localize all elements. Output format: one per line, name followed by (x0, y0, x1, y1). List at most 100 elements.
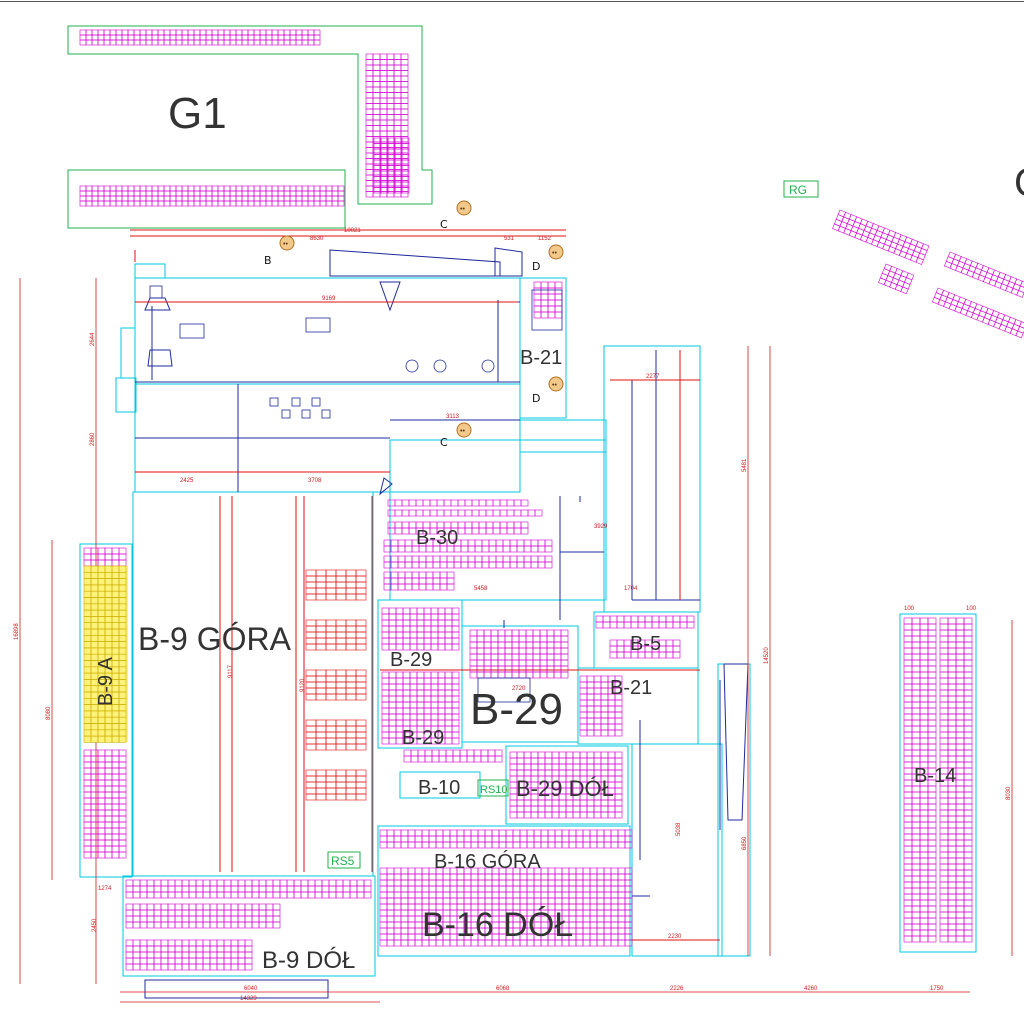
rack-cell (911, 827, 921, 835)
rack-cell (423, 625, 432, 633)
rack-cell (355, 569, 367, 577)
dim-label: 2277 (646, 374, 660, 380)
rack-cell (193, 39, 201, 46)
rack-cell (596, 873, 605, 881)
rack-cell (97, 839, 106, 847)
rack-cell (390, 561, 399, 569)
rack-cell (428, 829, 437, 837)
rack-cell (315, 781, 327, 789)
rack-cell (637, 615, 646, 623)
rack-cell (188, 891, 197, 899)
rack-cell (614, 723, 623, 731)
rack-cell (451, 619, 460, 627)
rack-cell (553, 641, 562, 649)
rack-cell (174, 963, 183, 971)
rack-cell (403, 755, 412, 763)
rack-cell (477, 879, 486, 887)
rack-cell (480, 749, 489, 757)
rack-cell (919, 707, 929, 715)
rack-cell (442, 835, 451, 843)
rack-cell (104, 553, 113, 561)
rack-cell (394, 499, 403, 507)
rack-cell (547, 293, 556, 301)
rack-cell (442, 879, 451, 887)
rack-cell (596, 829, 605, 837)
rack-cell (395, 631, 404, 639)
rack-cell (345, 631, 357, 639)
rack-cell (547, 835, 556, 843)
rack-cell (397, 583, 406, 591)
rack-cell (947, 617, 957, 625)
rack-cell (393, 915, 402, 923)
rack-cell (558, 811, 567, 819)
rack-cell (499, 527, 508, 535)
rack-cell (603, 915, 612, 923)
comment-bubble-icon[interactable]: •• (548, 244, 564, 260)
comment-bubble-icon[interactable]: •• (456, 422, 472, 438)
rack-cell (947, 683, 957, 691)
rack-cell (927, 659, 937, 667)
rack-cell (451, 643, 460, 651)
rack-cell (355, 693, 367, 701)
rack-cell (259, 195, 267, 202)
rack-cell (393, 81, 402, 88)
rack-cell (478, 509, 487, 517)
rack-cell (624, 829, 633, 837)
rack-cell (160, 939, 169, 947)
rack-cell (963, 845, 973, 853)
rack-cell (939, 905, 949, 913)
rack-cell (561, 835, 570, 843)
rack-cell (397, 561, 406, 569)
rack-cell (202, 963, 211, 971)
rack-cell (963, 899, 973, 907)
rack-cell (397, 555, 406, 563)
rack-cell (393, 70, 402, 77)
rack-cell (476, 671, 485, 679)
rack-cell (293, 879, 302, 887)
rack-cell (151, 195, 159, 202)
rack-cell (469, 659, 478, 667)
rack-cell (355, 581, 367, 589)
rack-cell (230, 903, 239, 911)
rack-cell (488, 561, 497, 569)
rack-cell (963, 623, 973, 631)
comment-bubble-icon[interactable]: •• (456, 200, 472, 216)
rack-cell (603, 873, 612, 881)
rack-cell (947, 635, 957, 643)
rack-cell (561, 897, 570, 905)
rack-cell (125, 939, 134, 947)
rack-cell (910, 254, 919, 263)
rack-cell (596, 939, 605, 947)
rack-cell (939, 935, 949, 943)
rack-block (83, 565, 127, 743)
comment-bubble-icon[interactable]: •• (279, 235, 295, 251)
rack-cell (516, 751, 525, 759)
rack-cell (478, 499, 487, 507)
rack-cell (614, 729, 623, 737)
rack-cell (467, 555, 476, 563)
rack-cell (315, 593, 327, 601)
rack-cell (947, 743, 957, 751)
rack-block (379, 829, 633, 849)
rack-cell (300, 879, 309, 887)
rack-cell (104, 827, 113, 835)
rack-cell (407, 891, 416, 899)
rack-cell (430, 607, 439, 615)
rack-cell (610, 903, 619, 911)
rack-cell (286, 885, 295, 893)
rack-cell (533, 885, 542, 893)
comment-bubble-icon[interactable]: •• (548, 376, 564, 392)
dim-label: 8030 (1006, 786, 1012, 800)
rack-cell (386, 897, 395, 905)
rack-cell (386, 903, 395, 911)
rack-cell (83, 779, 92, 787)
rack-cell (903, 671, 913, 679)
rack-cell (103, 190, 111, 197)
dim-label: 14520 (764, 647, 770, 664)
rack-cell (425, 583, 434, 591)
rack-cell (305, 631, 317, 639)
rack-cell (237, 951, 246, 959)
rack-cell (919, 803, 929, 811)
rack-cell (523, 751, 532, 759)
rack-cell (435, 829, 444, 837)
